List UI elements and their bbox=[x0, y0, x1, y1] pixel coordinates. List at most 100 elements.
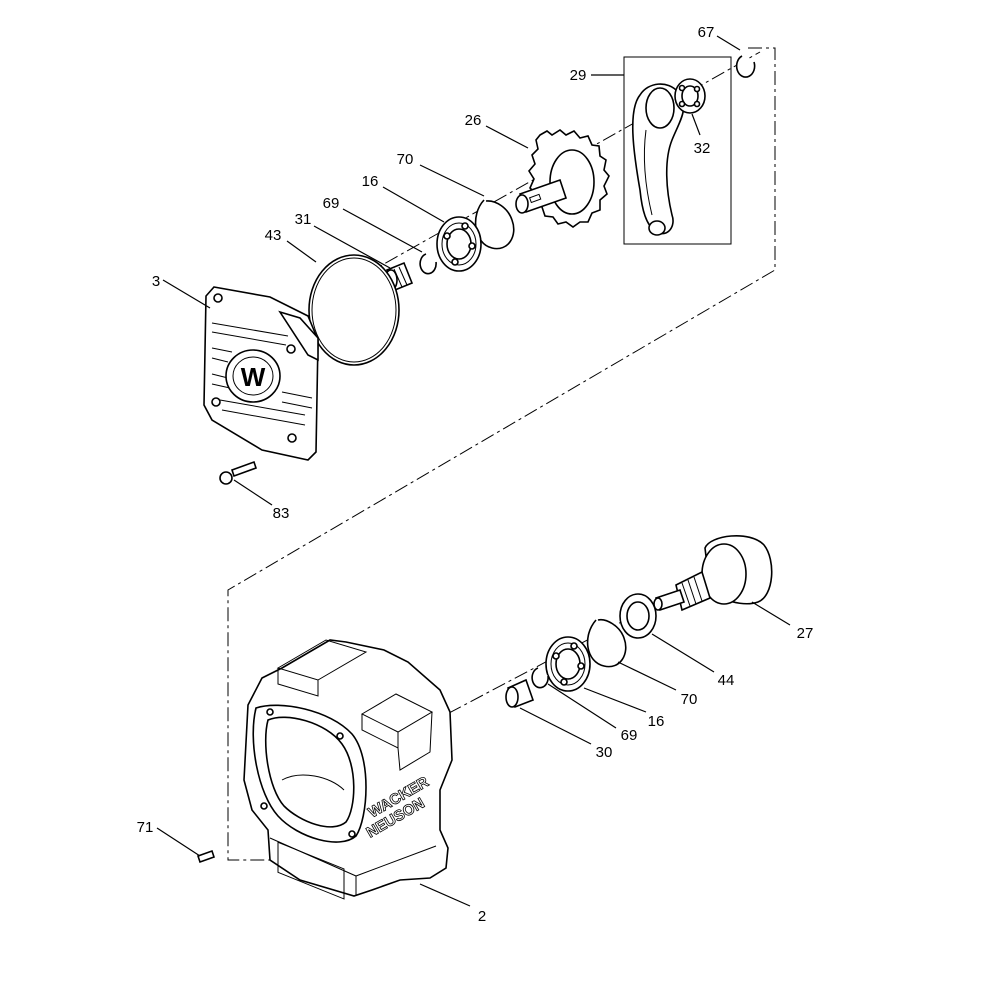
shaft-key bbox=[528, 193, 542, 204]
pinion-shaft-27 bbox=[653, 534, 773, 612]
callout-2: 2 bbox=[478, 908, 486, 925]
cover-fin bbox=[219, 399, 306, 416]
assembly-axis-lower bbox=[359, 569, 721, 761]
cover-fin bbox=[211, 347, 233, 353]
connecting-rod-box bbox=[623, 56, 732, 245]
ring-69-upper bbox=[419, 253, 437, 275]
needle-bearing-30 bbox=[505, 678, 535, 709]
cover-fin bbox=[281, 391, 313, 399]
housing-2: WACKER NEUSON bbox=[243, 639, 453, 900]
callout-32: 32 bbox=[694, 140, 711, 157]
bearing-ball bbox=[570, 642, 578, 650]
housing-side-boss-edge bbox=[397, 711, 433, 771]
gear-26-shaft-end bbox=[515, 194, 529, 214]
rod-web-line bbox=[643, 129, 653, 216]
screw-83-head bbox=[219, 471, 233, 485]
bearing-16-lower bbox=[545, 636, 591, 692]
bearing-ball bbox=[693, 85, 701, 93]
callouts: 67 29 32 26 70 16 69 31 43 3 83 27 44 70… bbox=[137, 24, 814, 925]
bearing-16-race bbox=[550, 642, 586, 686]
callout-30: 30 bbox=[596, 744, 613, 761]
cover-fin bbox=[211, 383, 231, 389]
bearing-ball bbox=[443, 232, 451, 240]
callout-67: 67 bbox=[698, 24, 715, 41]
housing-side-boss-face bbox=[361, 714, 399, 749]
callout-44: 44 bbox=[718, 672, 735, 689]
housing-bolt-hole bbox=[266, 708, 274, 716]
seal-44-inner bbox=[626, 601, 650, 631]
needle-line bbox=[398, 266, 408, 286]
connecting-rod-group bbox=[623, 56, 732, 245]
leader-lines bbox=[156, 35, 791, 907]
snap-ring-67 bbox=[735, 55, 756, 78]
callout-70-lower: 70 bbox=[681, 691, 698, 708]
housing-bore bbox=[264, 716, 355, 828]
bearing-ball bbox=[461, 222, 469, 230]
bearing-16-inner bbox=[555, 648, 581, 680]
cover-fin bbox=[211, 322, 289, 337]
bearing-ball bbox=[577, 662, 585, 670]
cover-3-flange bbox=[278, 310, 319, 362]
housing-base-edge-right bbox=[355, 845, 437, 877]
bearing-ball bbox=[552, 652, 560, 660]
cover-fin bbox=[211, 331, 287, 346]
bearing-16-race bbox=[441, 222, 477, 266]
bearing-16-upper bbox=[436, 216, 482, 272]
cover-bolt-hole bbox=[287, 433, 297, 443]
ring-69-lower bbox=[531, 667, 549, 689]
callout-27: 27 bbox=[797, 625, 814, 642]
callout-69-lower: 69 bbox=[621, 727, 638, 744]
callout-16-lower: 16 bbox=[648, 713, 665, 730]
pin-71 bbox=[196, 849, 216, 864]
housing-bolt-hole bbox=[348, 830, 356, 838]
housing-bolt-hole bbox=[260, 802, 268, 810]
bearing-ball bbox=[451, 258, 459, 266]
bearing-32-inner bbox=[681, 85, 699, 107]
circlip-70-lower bbox=[586, 618, 627, 668]
cover-fin bbox=[211, 357, 229, 363]
housing-top-boss-side bbox=[277, 668, 319, 697]
bearing-ball bbox=[678, 84, 686, 92]
cover-logo: W bbox=[241, 362, 266, 392]
callout-70-upper: 70 bbox=[397, 151, 414, 168]
cover-3: W bbox=[203, 286, 319, 461]
housing-nameplate bbox=[277, 841, 345, 900]
pinion-tooth bbox=[687, 579, 697, 605]
o-ring-inner-edge bbox=[311, 257, 397, 363]
bearing-ball bbox=[693, 100, 701, 108]
callout-3: 3 bbox=[152, 273, 160, 290]
cover-bolt-hole bbox=[286, 344, 296, 354]
screw-83-shank bbox=[230, 460, 258, 478]
cover-fin bbox=[281, 401, 313, 409]
callout-31: 31 bbox=[295, 211, 312, 228]
connecting-rod-big-end bbox=[645, 87, 675, 129]
cover-3-logo-inner bbox=[232, 356, 274, 396]
callout-26: 26 bbox=[465, 112, 482, 129]
cover-bolt-hole bbox=[213, 293, 223, 303]
housing-inner-rib bbox=[281, 774, 345, 791]
pinion-tooth bbox=[693, 576, 703, 602]
bearing-ball bbox=[560, 678, 568, 686]
housing-bolt-hole bbox=[336, 732, 344, 740]
callout-69-upper: 69 bbox=[323, 195, 340, 212]
callout-29: 29 bbox=[570, 67, 587, 84]
bearing-ball bbox=[678, 100, 686, 108]
pinion-tooth bbox=[681, 582, 691, 607]
bearing-16-inner bbox=[446, 228, 472, 260]
o-ring-43 bbox=[308, 254, 400, 366]
callout-16-upper: 16 bbox=[362, 173, 379, 190]
callout-43: 43 bbox=[265, 227, 282, 244]
needle-line bbox=[393, 268, 403, 288]
housing-top-boss bbox=[276, 639, 368, 681]
callout-71: 71 bbox=[137, 819, 154, 836]
cover-3-logo-ring bbox=[225, 349, 281, 403]
callout-83: 83 bbox=[273, 505, 290, 522]
bearing-ball bbox=[468, 242, 476, 250]
needle-bearing-face bbox=[505, 686, 519, 708]
screw-83 bbox=[219, 460, 258, 485]
connecting-rod-small-end bbox=[648, 220, 666, 236]
gear-shaft-26 bbox=[515, 129, 610, 228]
cover-fin bbox=[221, 409, 306, 426]
cover-bolt-hole bbox=[211, 397, 221, 407]
